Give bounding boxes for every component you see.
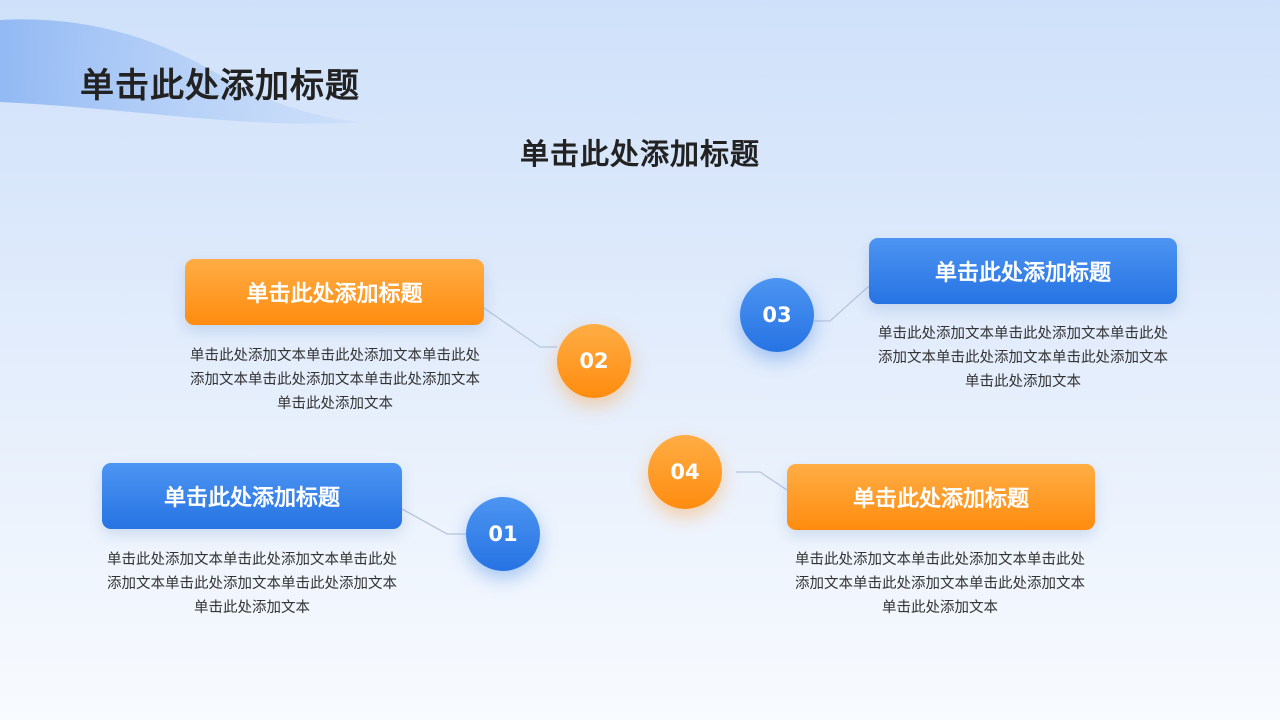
item-02-number-badge: 02 [557,324,631,398]
item-01-number: 01 [488,522,518,546]
item-01-title-box[interactable]: 单击此处添加标题 [102,463,402,529]
item-02-title: 单击此处添加标题 [246,282,423,307]
item-04-number: 04 [670,460,700,484]
item-01-title: 单击此处添加标题 [163,486,340,511]
section-title: 单击此处添加标题 [519,137,760,171]
item-03-number-badge: 03 [740,278,814,352]
item-02-text: 单击此处添加文本单击此处添加文本单击此处添加文本单击此处添加文本单击此处添加文本… [190,348,480,412]
item-03-title: 单击此处添加标题 [934,261,1111,286]
item-04-number-badge: 04 [648,435,722,509]
item-04-title-box[interactable]: 单击此处添加标题 [787,464,1095,530]
item-04-text: 单击此处添加文本单击此处添加文本单击此处添加文本单击此处添加文本单击此处添加文本… [795,552,1085,616]
item-03-text: 单击此处添加文本单击此处添加文本单击此处添加文本单击此处添加文本单击此处添加文本… [878,326,1168,390]
item-02-number: 02 [579,349,609,373]
item-01-number-badge: 01 [466,497,540,571]
slide-title: 单击此处添加标题 [80,66,360,106]
item-03-title-box[interactable]: 单击此处添加标题 [869,238,1177,304]
item-02-title-box[interactable]: 单击此处添加标题 [185,259,484,325]
item-03-number: 03 [762,303,792,327]
item-04-title: 单击此处添加标题 [852,487,1029,512]
item-01-text: 单击此处添加文本单击此处添加文本单击此处添加文本单击此处添加文本单击此处添加文本… [107,552,397,616]
